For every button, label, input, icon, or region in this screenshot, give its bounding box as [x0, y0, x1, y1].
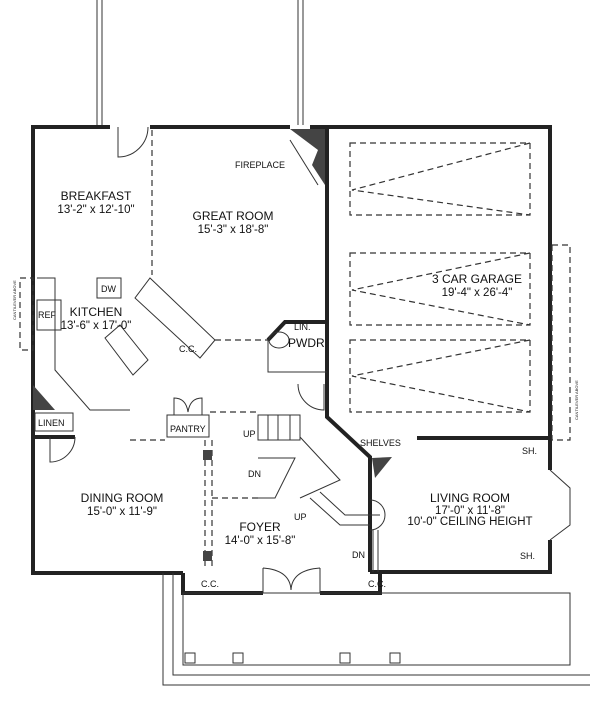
column: [203, 450, 212, 460]
ref-label: REF: [38, 310, 57, 320]
column: [203, 551, 212, 561]
svg-text:BREAKFAST: BREAKFAST: [61, 189, 132, 203]
up-label-2: UP: [294, 512, 307, 522]
dn-label-2: DN: [352, 550, 365, 560]
kitchen-fixtures: DW REF CANTILEVER ABOVE: [12, 277, 216, 411]
room-kitchen: KITCHEN 13'-6" x 17'-0": [61, 305, 132, 332]
svg-text:17'-0" x 11'-8": 17'-0" x 11'-8": [435, 505, 505, 517]
cc-label-kitchen: C.C.: [179, 344, 197, 354]
room-dining-room: DINING ROOM 15'-0" x 11'-9": [81, 491, 164, 518]
svg-text:LIVING ROOM: LIVING ROOM: [430, 491, 510, 505]
garage-bays: CANTILEVER ABOVE: [349, 142, 579, 441]
svg-text:GREAT ROOM: GREAT ROOM: [193, 209, 274, 223]
svg-text:KITCHEN: KITCHEN: [70, 305, 123, 319]
svg-text:14'-0" x 15'-8": 14'-0" x 15'-8": [225, 535, 296, 547]
svg-text:13'-2" x 12'-10": 13'-2" x 12'-10": [57, 204, 134, 216]
lin-label: LIN.: [294, 322, 311, 332]
room-garage: 3 CAR GARAGE 19'-4" x 26'-4": [432, 272, 522, 299]
svg-text:13'-6" x 17'-0": 13'-6" x 17'-0": [61, 320, 132, 332]
room-living-room: LIVING ROOM 17'-0" x 11'-8" 10'-0" CEILI…: [407, 491, 532, 528]
front-door[interactable]: [262, 567, 321, 593]
pwdr-label: PWDR: [288, 336, 325, 350]
svg-text:FOYER: FOYER: [239, 520, 281, 534]
dw-label: DW: [101, 284, 116, 294]
fireplace-hearth: [290, 129, 325, 185]
pwdr-door[interactable]: [297, 383, 325, 411]
svg-text:15'-0" x 11'-9": 15'-0" x 11'-9": [87, 506, 157, 518]
svg-text:3 CAR GARAGE: 3 CAR GARAGE: [432, 272, 522, 286]
pantry-label: PANTRY: [170, 424, 206, 434]
cc-label-left: C.C.: [201, 579, 219, 589]
rear-deck: [96, 0, 304, 125]
cantilever-label-left: CANTILEVER ABOVE: [12, 280, 17, 320]
fireplace-label: FIREPLACE: [235, 160, 285, 170]
cantilever-label-right: CANTILEVER ABOVE: [574, 380, 579, 420]
shelves-label: SHELVES: [360, 438, 401, 448]
dn-label-1: DN: [248, 469, 261, 479]
staircase[interactable]: [212, 414, 386, 572]
svg-text:DINING ROOM: DINING ROOM: [81, 491, 164, 505]
room-breakfast: BREAKFAST 13'-2" x 12'-10": [57, 189, 134, 216]
breakfast-door[interactable]: [117, 126, 149, 158]
svg-text:15'-3" x 18'-8": 15'-3" x 18'-8": [198, 224, 269, 236]
sh-label-1: SH.: [522, 446, 537, 456]
svg-text:10'-0" CEILING HEIGHT: 10'-0" CEILING HEIGHT: [407, 516, 532, 528]
dining-door[interactable]: [49, 436, 76, 463]
room-great-room: GREAT ROOM 15'-3" x 18'-8": [193, 209, 274, 236]
room-foyer: FOYER 14'-0" x 15'-8": [225, 520, 296, 547]
svg-text:19'-4" x 26'-4": 19'-4" x 26'-4": [442, 287, 513, 299]
pantry-door[interactable]: [173, 397, 203, 415]
sh-label-2: SH.: [520, 551, 535, 561]
front-porch: [162, 573, 590, 686]
linen-label: LINEN: [38, 418, 65, 428]
cc-label-right: C.C.: [368, 579, 386, 589]
up-label-1: UP: [243, 429, 256, 439]
kitchen-island: [104, 324, 149, 376]
